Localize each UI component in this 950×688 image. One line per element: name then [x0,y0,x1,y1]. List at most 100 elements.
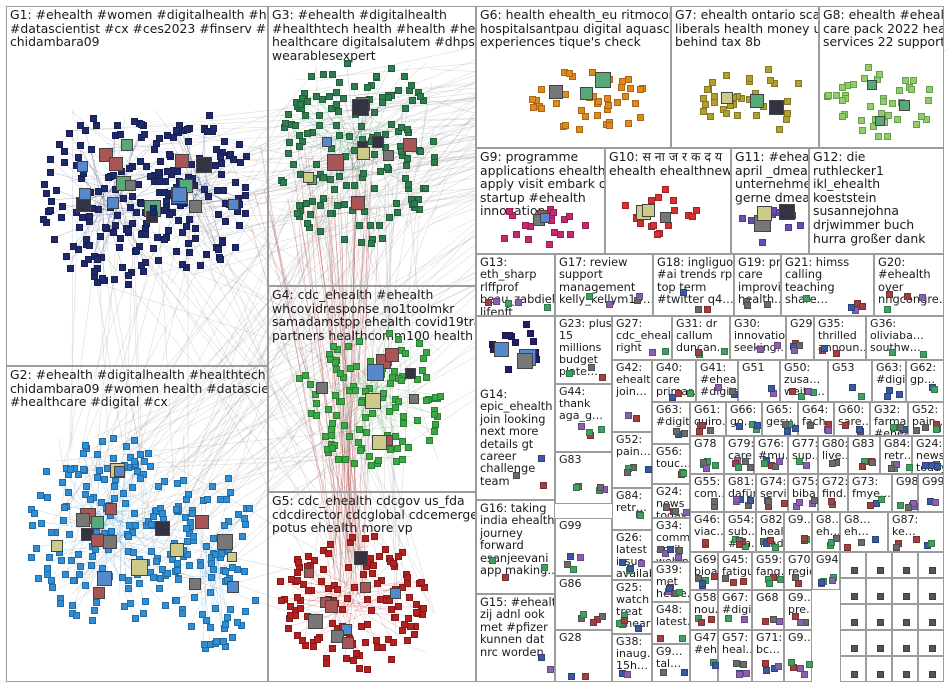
group-node [888,465,895,472]
group-node [505,300,512,307]
group-label: G56: touc… [653,445,689,470]
group-node [768,385,775,392]
group-g57: G47: #ehe… [690,630,718,682]
g1-avatar [228,199,239,210]
g9-node [522,222,529,229]
g2-node [174,560,181,567]
g1-node [218,160,225,167]
group-g86: G8… eh… [812,512,840,552]
g7-avatar [721,92,733,104]
g11-avatar [757,206,772,221]
g4-node [307,381,314,388]
g5-node [369,570,376,577]
g1-node [117,235,124,242]
g2-node [179,610,186,617]
g2-node [108,528,115,535]
group-node [929,671,936,678]
g10-node [670,197,677,204]
g2-node [110,435,117,442]
g1-node [125,227,132,234]
g2-node [101,476,108,483]
g3-node [320,195,327,202]
group-node [747,497,754,504]
g4-node [386,330,393,337]
g2-node [31,510,38,517]
group-node [772,544,779,551]
g6-node [576,126,583,133]
g5-node [288,576,295,583]
g3-node [393,200,400,207]
g3-node [404,155,411,162]
g3-node [364,84,371,91]
group-node [679,635,686,642]
group-g19: G19: primary care improving health… [734,254,781,316]
g3-node [296,143,303,150]
g2-node [129,484,136,491]
group-node [858,539,865,546]
g2-node [212,551,219,558]
g2-avatar [105,503,117,515]
group-node [649,349,656,356]
group-node [515,299,522,306]
group-g9: G9: programme applications ehealth apply… [476,148,605,254]
g3-node [294,210,301,217]
g8-node [894,116,901,123]
group-node [586,293,593,300]
g6-node [606,122,613,129]
group-label: G4: cdc_ehealth #ehealth whcovidresponse… [269,287,475,342]
g1-node [133,209,140,216]
g3-node [417,93,424,100]
g4-node [387,380,394,387]
g2-node [210,566,217,573]
g7-node [723,72,730,79]
group-label: G86 [556,577,611,590]
g4-node [395,336,402,343]
group-node [842,422,849,429]
group-label: G45: fatigu… [719,553,751,578]
g2-node [246,505,253,512]
g2-node [131,510,138,517]
group-label: G63: #digit… [653,403,689,428]
group-node [877,645,884,652]
group-g24: G83 [555,452,612,504]
g5-node [377,596,384,603]
g3-node [333,89,340,96]
g5-avatar [304,568,314,578]
g5-node [374,580,381,587]
group-node [619,559,626,566]
g5-node [399,627,406,634]
g2-node [29,522,36,529]
group-label: G48: latest… [653,603,689,628]
g7-node [753,112,760,119]
g6-node [529,96,536,103]
g2-node [87,496,94,503]
group-node [833,350,840,357]
group-node [770,616,777,623]
g2-node [155,483,162,490]
group-node [767,537,774,544]
group-node [621,617,628,624]
group-node [680,470,687,477]
g4-node [353,363,360,370]
g11-node [759,239,766,246]
g5-node [349,534,356,541]
g2-node [35,575,42,582]
group-node [932,499,939,506]
group-g77: G80: live… [818,436,848,474]
g3-node [422,185,429,192]
group-node [869,459,876,466]
group-node [803,462,810,469]
g7-node [711,99,718,106]
group-node [877,671,884,678]
g8-node [918,113,925,120]
g1-node [157,158,164,165]
g6-node [530,104,537,111]
g2-node [252,597,259,604]
g3-node [316,112,323,119]
g2-node [89,617,96,624]
group-node [903,593,910,600]
group-label: G36: oliviaba… southw… [867,317,943,354]
g7-node [765,66,772,73]
g3-node [367,222,374,229]
g3-node [304,220,311,227]
